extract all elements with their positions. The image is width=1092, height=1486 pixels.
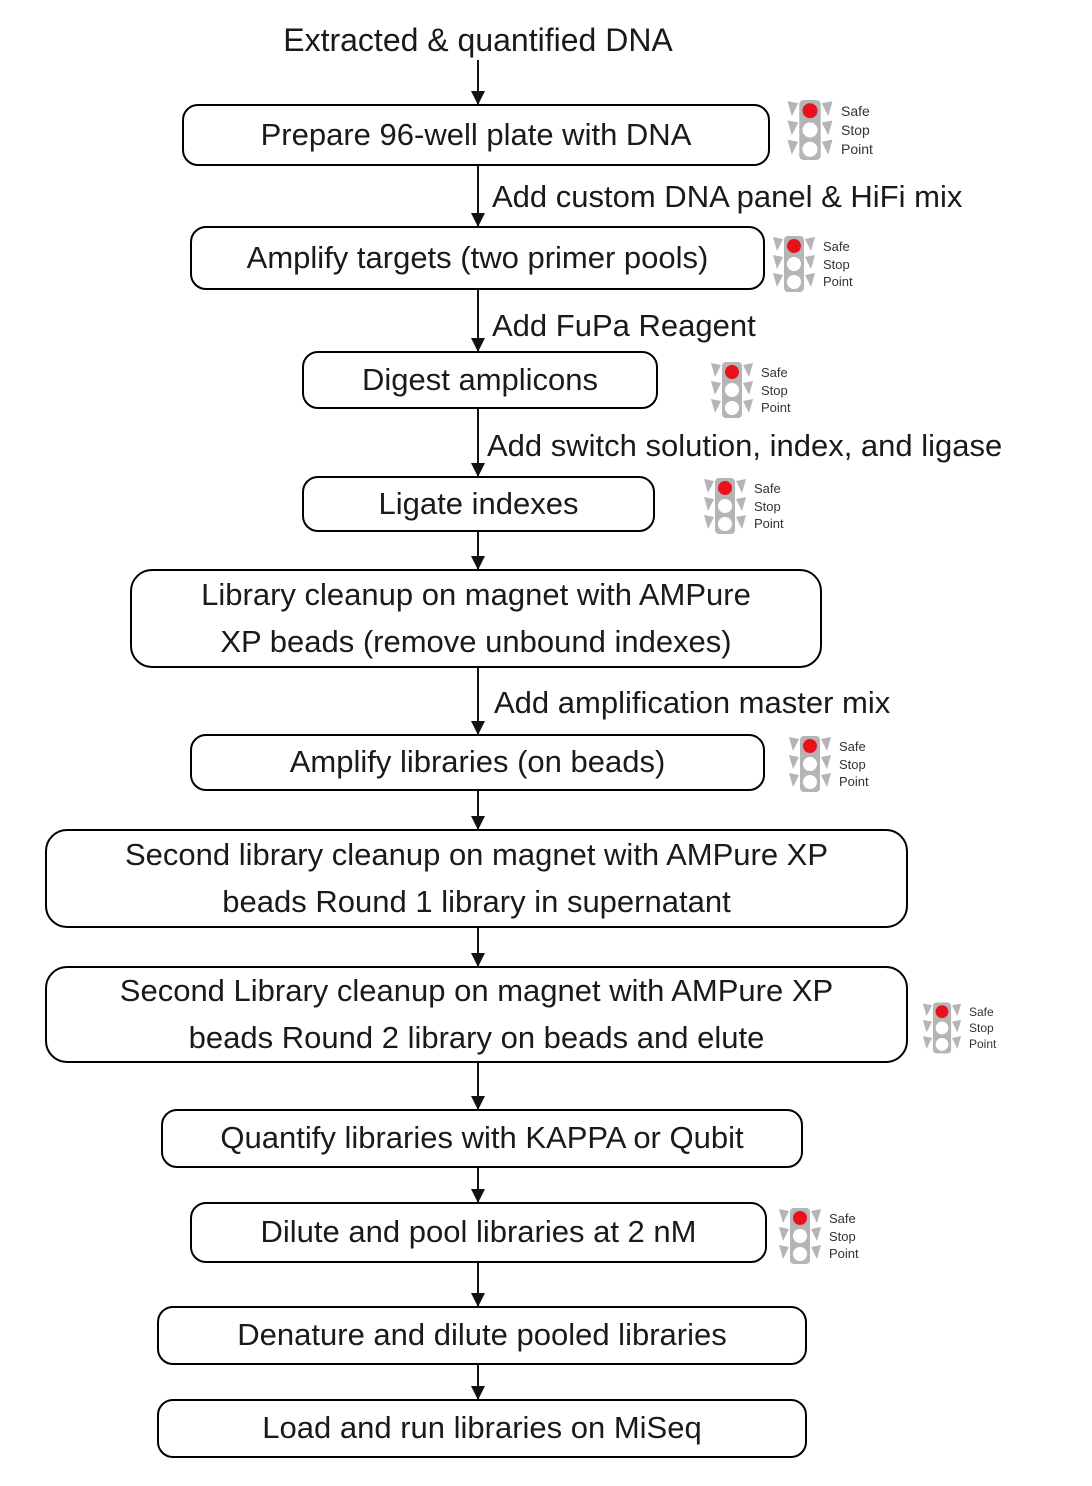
ssp-line-safe: Safe [839,739,866,754]
ssp-line-safe: Safe [761,365,788,380]
ssp-line-stop: Stop [969,1021,994,1035]
ssp-line-point: Point [829,1246,859,1261]
ssp-line-safe: Safe [823,239,850,254]
safe-stop-point-marker: Safe Stop Point [703,478,784,534]
safe-stop-point-marker: Safe Stop Point [710,362,791,418]
ssp-line-point: Point [839,774,869,789]
flow-arrow [477,1263,479,1306]
step-label-line2: beads Round 1 library in supernatant [222,883,731,919]
step-label: Load and run libraries on MiSeq [262,1410,702,1446]
ssp-line-point: Point [761,400,791,415]
ssp-line-stop: Stop [823,256,850,272]
step-library-cleanup: Library cleanup on magnet with AMPure XP… [130,569,822,668]
traffic-light-icon [922,1002,962,1054]
safe-stop-point-label: Safe Stop Point [823,238,853,290]
step-load-run: Load and run libraries on MiSeq [157,1399,807,1458]
flow-arrow [477,668,479,734]
step-label: Amplify libraries (on beads) [289,744,666,780]
safe-stop-point-marker: Safe Stop Point [778,1208,859,1264]
step-second-cleanup-round2: Second Library cleanup on magnet with AM… [45,966,908,1063]
ssp-line-safe: Safe [969,1005,994,1019]
safe-stop-point-marker: Safe Stop Point [922,1002,996,1054]
step-dilute-pool: Dilute and pool libraries at 2 nM [190,1202,767,1263]
flow-arrow [477,409,479,476]
safe-stop-point-marker: Safe Stop Point [786,100,873,160]
step-label: Quantify libraries with KAPPA or Qubit [220,1120,744,1156]
flow-arrow [477,60,479,104]
step-label: Ligate indexes [378,485,579,521]
ssp-line-point: Point [969,1037,997,1051]
ssp-line-safe: Safe [829,1211,856,1226]
ssp-line-point: Point [841,141,873,157]
traffic-light-icon [710,362,754,418]
ssp-line-point: Point [823,274,853,289]
step-label: Library cleanup on magnet with AMPure XP… [201,572,751,665]
step-label: Second library cleanup on magnet with AM… [125,832,828,925]
step-label-line1: Second Library cleanup on magnet with AM… [119,973,834,1008]
step-ligate-indexes: Ligate indexes [302,476,655,532]
step-label: Digest amplicons [361,361,599,397]
traffic-light-icon [788,736,832,792]
flow-arrow [477,532,479,569]
step-denature-dilute: Denature and dilute pooled libraries [157,1306,807,1365]
flow-arrow [477,1168,479,1202]
start-node-label: Extracted & quantified DNA [283,22,673,58]
traffic-light-icon [772,236,816,292]
step-label: Dilute and pool libraries at 2 nM [260,1214,697,1250]
edge-label-custom-panel: Add custom DNA panel & HiFi mix [492,179,963,214]
step-label-line2: XP beads (remove unbound indexes) [220,623,732,659]
flow-arrow [477,791,479,829]
edge-label-master-mix: Add amplification master mix [494,685,891,720]
flow-arrow [477,928,479,966]
flow-arrow [477,290,479,351]
traffic-light-icon [703,478,747,534]
ssp-line-stop: Stop [761,382,788,398]
step-quantify-libraries: Quantify libraries with KAPPA or Qubit [161,1109,803,1168]
flow-arrow [477,1063,479,1109]
safe-stop-point-label: Safe Stop Point [754,480,784,532]
ssp-line-safe: Safe [754,481,781,496]
ssp-line-stop: Stop [829,1228,856,1244]
edge-label-switch-solution: Add switch solution, index, and ligase [487,428,1003,463]
safe-stop-point-label: Safe Stop Point [829,1210,859,1262]
traffic-light-icon [778,1208,822,1264]
step-label-line2: beads Round 2 library on beads and elute [188,1019,765,1055]
step-amplify-libraries: Amplify libraries (on beads) [190,734,765,791]
safe-stop-point-marker: Safe Stop Point [788,736,869,792]
edge-label-fupa-reagent: Add FuPa Reagent [492,308,756,343]
flow-arrow [477,1365,479,1399]
safe-stop-point-label: Safe Stop Point [761,364,791,416]
flow-arrow [477,166,479,226]
safe-stop-point-marker: Safe Stop Point [772,236,853,292]
step-label-line1: Library cleanup on magnet with AMPure [201,577,751,612]
safe-stop-point-label: Safe Stop Point [969,1004,996,1052]
step-amplify-targets: Amplify targets (two primer pools) [190,226,765,290]
safe-stop-point-label: Safe Stop Point [839,738,869,790]
ssp-line-safe: Safe [841,103,870,119]
step-digest-amplicons: Digest amplicons [302,351,658,409]
step-label: Prepare 96-well plate with DNA [260,116,692,152]
ssp-line-stop: Stop [839,756,866,772]
step-label: Second Library cleanup on magnet with AM… [120,968,833,1061]
ssp-line-stop: Stop [841,122,870,138]
step-second-cleanup-round1: Second library cleanup on magnet with AM… [45,829,908,928]
safe-stop-point-label: Safe Stop Point [841,102,873,158]
step-prepare-plate: Prepare 96-well plate with DNA [182,104,770,166]
step-label: Denature and dilute pooled libraries [237,1317,727,1353]
step-label-line1: Second library cleanup on magnet with AM… [124,837,829,872]
traffic-light-icon [786,100,834,160]
step-label: Amplify targets (two primer pools) [246,239,709,275]
ssp-line-point: Point [754,516,784,531]
ssp-line-stop: Stop [754,498,781,514]
